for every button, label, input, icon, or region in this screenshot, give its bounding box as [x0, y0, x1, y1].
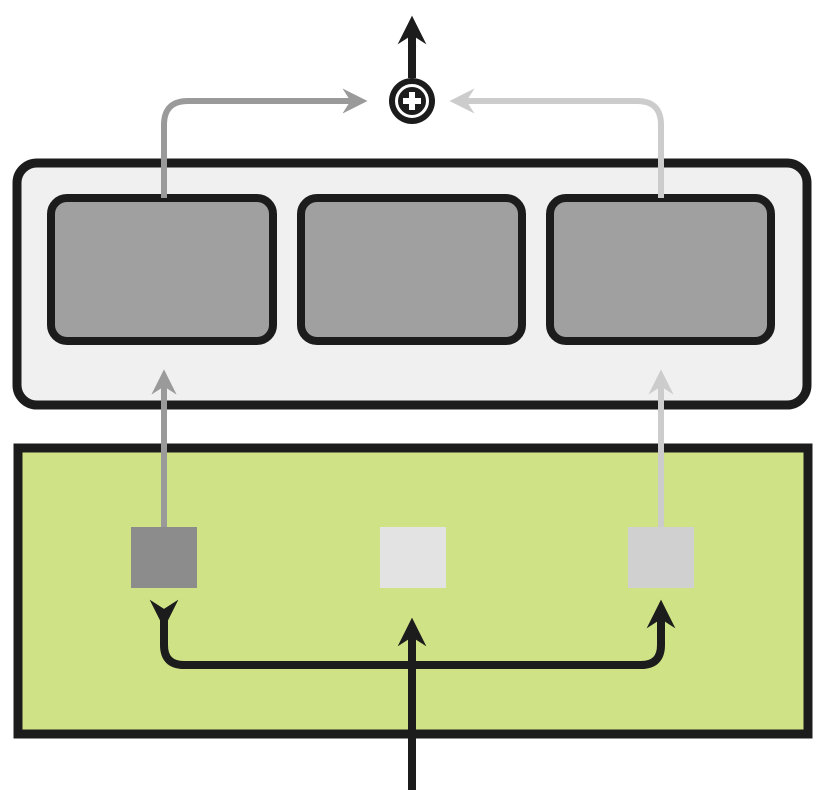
module-left — [47, 194, 277, 345]
plus-circle-icon — [389, 78, 435, 124]
routing-bracket — [149, 599, 676, 669]
module-right-output-arrow — [449, 88, 664, 198]
module-right — [546, 194, 775, 345]
token-right — [628, 527, 694, 588]
token-center — [380, 527, 446, 588]
module-center — [297, 194, 526, 345]
module-left-output-arrow — [161, 88, 368, 198]
token-left — [131, 527, 197, 588]
